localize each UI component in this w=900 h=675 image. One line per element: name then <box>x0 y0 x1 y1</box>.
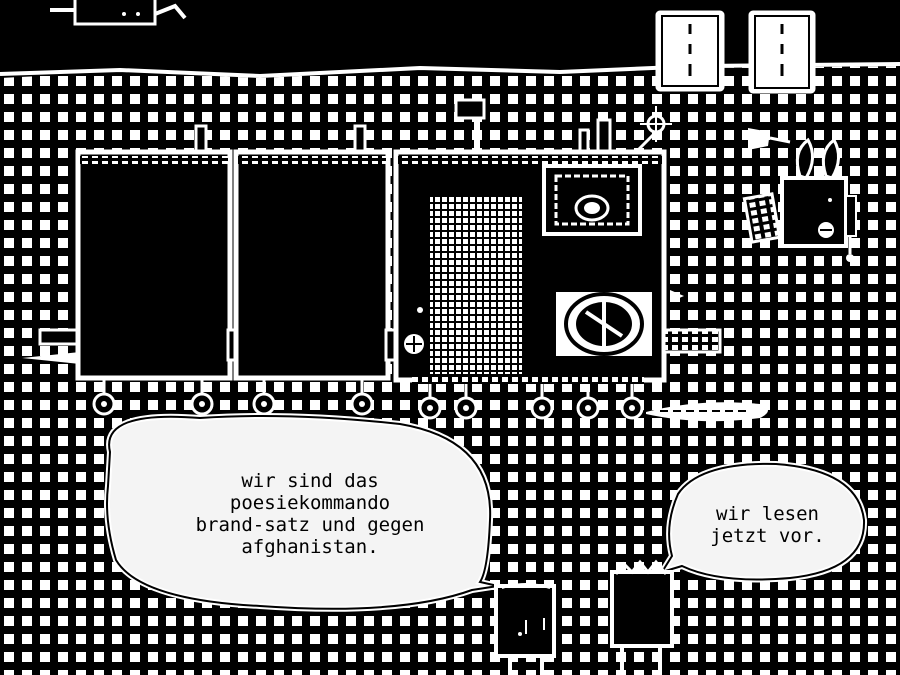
speech-bubble-left <box>104 413 499 612</box>
speech-bubble-right <box>655 460 868 583</box>
fan-icon <box>636 106 672 152</box>
character-left[interactable] <box>494 583 556 675</box>
door-right[interactable] <box>748 10 816 94</box>
horn-icon <box>454 98 486 152</box>
robot-machine[interactable] <box>742 128 857 262</box>
train-engine <box>393 118 667 384</box>
speech-text-right: wir lesen jetzt vor. <box>710 503 825 547</box>
door-left[interactable] <box>655 10 725 92</box>
speech-text-left: wir sind das poesiekommando brand-satz u… <box>195 470 425 558</box>
character-right[interactable] <box>610 559 674 675</box>
top-creature <box>50 0 187 26</box>
train-car-2 <box>233 124 391 381</box>
train-car-1 <box>75 124 233 381</box>
train <box>22 98 768 422</box>
